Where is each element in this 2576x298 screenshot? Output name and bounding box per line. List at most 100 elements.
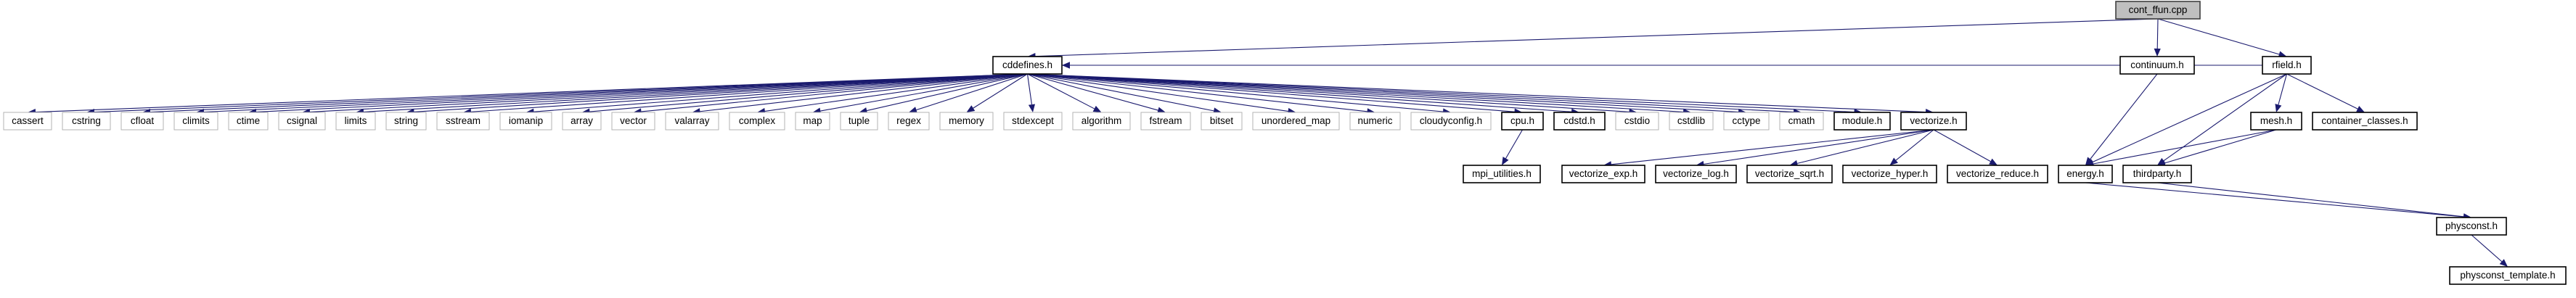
- node-csignal[interactable]: csignal: [278, 112, 326, 131]
- node-box-regex[interactable]: [888, 112, 930, 131]
- node-box-vectorize-reduce-h[interactable]: [1947, 165, 2048, 183]
- node-box-map[interactable]: [795, 112, 830, 131]
- node-box-container-classes-h[interactable]: [2312, 112, 2418, 131]
- node-box-vectorize-h[interactable]: [1900, 112, 1967, 131]
- node-container-classes-h[interactable]: container_classes.h: [2312, 112, 2418, 131]
- node-box-vectorize-exp-h[interactable]: [1561, 165, 1645, 183]
- node-box-fstream[interactable]: [1140, 112, 1191, 131]
- node-box-ctime[interactable]: [228, 112, 269, 131]
- node-physconst-template-h[interactable]: physconst_template.h: [2449, 266, 2567, 285]
- node-box-limits[interactable]: [335, 112, 376, 131]
- node-box-module-h[interactable]: [1833, 112, 1891, 131]
- node-vectorize-h[interactable]: vectorize.h: [1900, 112, 1967, 131]
- node-cstdio[interactable]: cstdio: [1615, 112, 1659, 131]
- node-box-bitset[interactable]: [1201, 112, 1243, 131]
- node-stdexcept[interactable]: stdexcept: [1003, 112, 1063, 131]
- node-cctype[interactable]: cctype: [1723, 112, 1770, 131]
- node-climits[interactable]: climits: [173, 112, 218, 131]
- node-vectorize-hyper-h[interactable]: vectorize_hyper.h: [1842, 165, 1937, 183]
- node-memory[interactable]: memory: [939, 112, 994, 131]
- node-module-h[interactable]: module.h: [1833, 112, 1891, 131]
- node-thirdparty-h[interactable]: thirdparty.h: [2122, 165, 2192, 183]
- node-box-cstdlib[interactable]: [1669, 112, 1714, 131]
- node-energy-h[interactable]: energy.h: [2058, 165, 2113, 183]
- node-mpi-utilities-h[interactable]: mpi_utilities.h: [1463, 165, 1541, 183]
- node-box-rfield-h[interactable]: [2262, 56, 2312, 75]
- node-tuple[interactable]: tuple: [840, 112, 878, 131]
- node-vector[interactable]: vector: [611, 112, 655, 131]
- node-box-valarray[interactable]: [665, 112, 719, 131]
- node-box-vector[interactable]: [611, 112, 655, 131]
- node-cstdlib[interactable]: cstdlib: [1669, 112, 1714, 131]
- node-vectorize-reduce-h[interactable]: vectorize_reduce.h: [1947, 165, 2048, 183]
- node-vectorize-sqrt-h[interactable]: vectorize_sqrt.h: [1746, 165, 1833, 183]
- node-box-vectorize-log-h[interactable]: [1655, 165, 1737, 183]
- node-box-mpi-utilities-h[interactable]: [1463, 165, 1541, 183]
- node-iomanip[interactable]: iomanip: [499, 112, 552, 131]
- node-cdstd-h[interactable]: cdstd.h: [1553, 112, 1606, 131]
- node-sstream[interactable]: sstream: [436, 112, 490, 131]
- node-box-tuple[interactable]: [840, 112, 878, 131]
- node-numeric[interactable]: numeric: [1349, 112, 1401, 131]
- node-label-cdstd-h: cdstd.h: [1563, 115, 1595, 126]
- node-box-thirdparty-h[interactable]: [2122, 165, 2192, 183]
- node-cassert[interactable]: cassert: [3, 112, 52, 131]
- node-box-energy-h[interactable]: [2058, 165, 2113, 183]
- node-box-cctype[interactable]: [1723, 112, 1770, 131]
- node-box-continuum-h[interactable]: [2119, 56, 2195, 75]
- node-box-iomanip[interactable]: [499, 112, 552, 131]
- node-box-cdstd-h[interactable]: [1553, 112, 1606, 131]
- node-box-string[interactable]: [385, 112, 427, 131]
- node-cpu-h[interactable]: cpu.h: [1501, 112, 1544, 131]
- node-box-stdexcept[interactable]: [1003, 112, 1063, 131]
- node-vectorize-exp-h[interactable]: vectorize_exp.h: [1561, 165, 1645, 183]
- node-box-csignal[interactable]: [278, 112, 326, 131]
- node-box-cstring[interactable]: [62, 112, 111, 131]
- edge-cddefines-h-to-memory: [973, 73, 1028, 109]
- node-box-cddefines-h[interactable]: [992, 56, 1063, 75]
- node-box-cassert[interactable]: [3, 112, 52, 131]
- node-cstring[interactable]: cstring: [62, 112, 111, 131]
- node-cloudyconfig-h[interactable]: cloudyconfig.h: [1410, 112, 1492, 131]
- node-box-unordered-map[interactable]: [1252, 112, 1340, 131]
- node-box-numeric[interactable]: [1349, 112, 1401, 131]
- node-box-physconst-h[interactable]: [2436, 217, 2507, 236]
- node-continuum-h[interactable]: continuum.h: [2119, 56, 2195, 75]
- node-cddefines-h[interactable]: cddefines.h: [992, 56, 1063, 75]
- node-vectorize-log-h[interactable]: vectorize_log.h: [1655, 165, 1737, 183]
- node-box-cloudyconfig-h[interactable]: [1410, 112, 1492, 131]
- node-physconst-h[interactable]: physconst.h: [2436, 217, 2507, 236]
- node-fstream[interactable]: fstream: [1140, 112, 1191, 131]
- node-box-vectorize-sqrt-h[interactable]: [1746, 165, 1833, 183]
- node-bitset[interactable]: bitset: [1201, 112, 1243, 131]
- node-box-algorithm[interactable]: [1072, 112, 1131, 131]
- node-box-cont-ffun-cpp[interactable]: [2115, 1, 2201, 20]
- node-mesh-h[interactable]: mesh.h: [2250, 112, 2302, 131]
- node-algorithm[interactable]: algorithm: [1072, 112, 1131, 131]
- node-regex[interactable]: regex: [888, 112, 930, 131]
- node-ctime[interactable]: ctime: [228, 112, 269, 131]
- node-rfield-h[interactable]: rfield.h: [2262, 56, 2312, 75]
- node-box-vectorize-hyper-h[interactable]: [1842, 165, 1937, 183]
- node-box-sstream[interactable]: [436, 112, 490, 131]
- node-box-cfloat[interactable]: [120, 112, 164, 131]
- node-cmath[interactable]: cmath: [1779, 112, 1824, 131]
- node-complex[interactable]: complex: [729, 112, 785, 131]
- node-box-array[interactable]: [562, 112, 602, 131]
- node-box-memory[interactable]: [939, 112, 994, 131]
- node-cfloat[interactable]: cfloat: [120, 112, 164, 131]
- node-valarray[interactable]: valarray: [665, 112, 719, 131]
- node-box-complex[interactable]: [729, 112, 785, 131]
- node-box-mesh-h[interactable]: [2250, 112, 2302, 131]
- node-map[interactable]: map: [795, 112, 830, 131]
- node-box-cstdio[interactable]: [1615, 112, 1659, 131]
- node-cont-ffun-cpp[interactable]: cont_ffun.cpp: [2115, 1, 2201, 20]
- node-box-climits[interactable]: [173, 112, 218, 131]
- node-limits[interactable]: limits: [335, 112, 376, 131]
- node-box-cmath[interactable]: [1779, 112, 1824, 131]
- node-unordered-map[interactable]: unordered_map: [1252, 112, 1340, 131]
- node-box-physconst-template-h[interactable]: [2449, 266, 2567, 285]
- node-box-cpu-h[interactable]: [1501, 112, 1544, 131]
- node-array[interactable]: array: [562, 112, 602, 131]
- node-string[interactable]: string: [385, 112, 427, 131]
